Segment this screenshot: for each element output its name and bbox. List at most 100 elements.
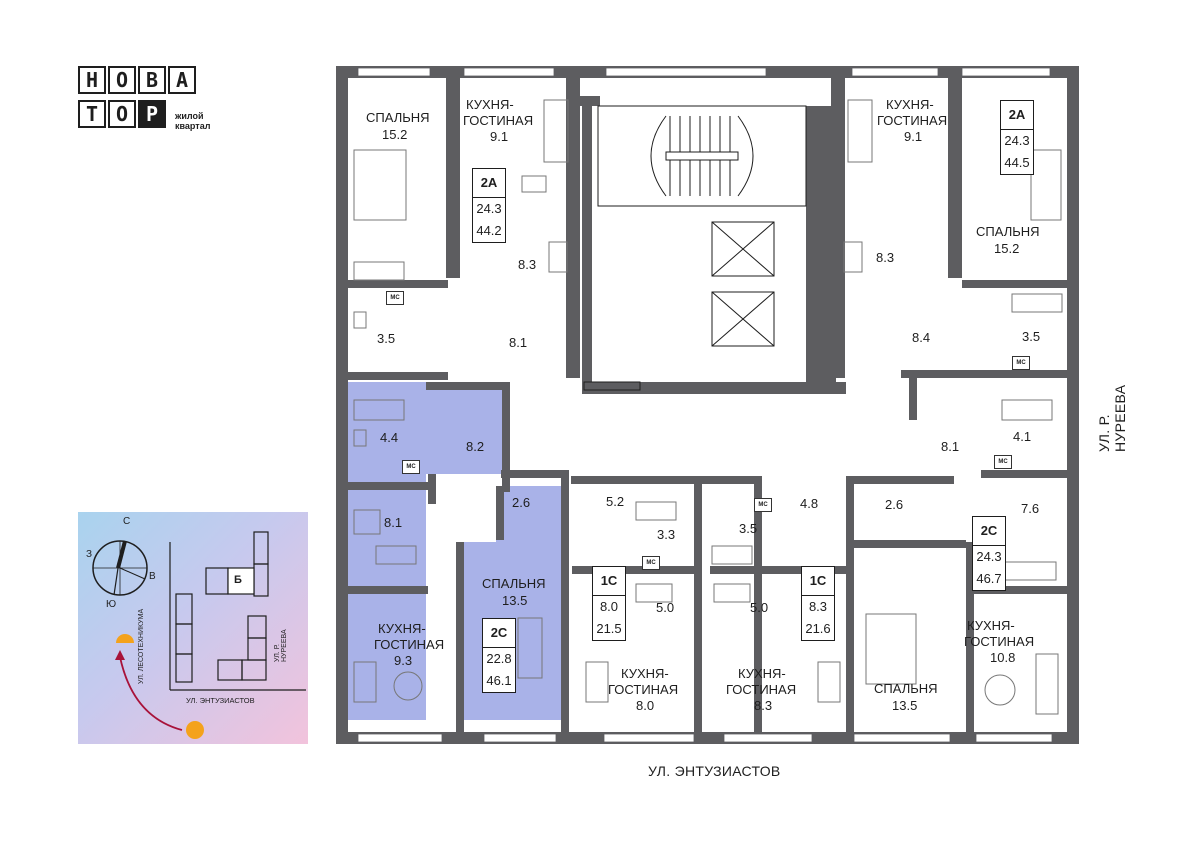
apartment-type: 2A [473, 169, 505, 198]
wc-tag: МС [994, 455, 1012, 469]
room-name: СПАЛЬНЯ [366, 110, 430, 125]
room-name: СПАЛЬНЯ [874, 681, 938, 696]
room-name: ГОСТИНАЯ [608, 682, 679, 697]
orientation-graphics [92, 531, 306, 739]
apartment-badge-2c-right[interactable]: 2C 24.3 46.7 [972, 516, 1006, 591]
room-area: 9.1 [490, 129, 509, 144]
room-area: 5.0 [750, 600, 769, 615]
logo: Н О В А Т О Р жилой квартал [78, 66, 228, 136]
room-area: 3.3 [657, 527, 676, 542]
street-bottom-label: УЛ. ЭНТУЗИАСТОВ [186, 696, 255, 705]
room-area: 8.0 [636, 698, 655, 713]
logo-letter: Т [78, 100, 106, 128]
room-area: 9.1 [904, 129, 923, 144]
sun-noon [186, 721, 204, 739]
bed-tr [1030, 149, 1062, 221]
room-area: 15.2 [382, 127, 408, 142]
apartment-living-area: 8.0 [599, 599, 619, 614]
compass-east: В [149, 571, 156, 582]
apartment-living-area: 8.3 [808, 599, 828, 614]
street-right: УЛ. Р. НУРЕЕВА [1096, 384, 1128, 452]
apartment-type: 1C [593, 567, 625, 596]
room-area: 8.1 [941, 439, 960, 454]
room-area: 10.8 [990, 650, 1016, 665]
room-area: 7.6 [1021, 501, 1040, 516]
logo-letter: О [108, 100, 136, 128]
apartment-total-area: 46.7 [976, 571, 1002, 586]
stair-core [583, 105, 807, 391]
room-area: 4.4 [380, 430, 399, 445]
floor-plan: СПАЛЬНЯ 15.2 КУХНЯ- ГОСТИНАЯ 9.1 8.3 3.5… [336, 66, 1079, 744]
room-name: КУХНЯ- [621, 666, 669, 681]
room-name: КУХНЯ- [886, 97, 934, 112]
logo-letter: О [108, 66, 136, 94]
apartment-total-area: 44.2 [476, 223, 502, 238]
room-name: ГОСТИНАЯ [374, 637, 445, 652]
apartment-living-area: 22.8 [486, 651, 512, 666]
compass-needle [116, 540, 127, 569]
logo-letter: Р [138, 100, 166, 128]
room-area: 8.1 [509, 335, 528, 350]
apartment-living-area: 24.3 [976, 549, 1002, 564]
room-name: КУХНЯ- [738, 666, 786, 681]
wc-tag: МС [754, 498, 772, 512]
room-area: 15.2 [994, 241, 1020, 256]
elevator-2 [711, 291, 775, 347]
room-area: 8.2 [466, 439, 485, 454]
apartment-total-area: 46.1 [486, 673, 512, 688]
room-area: 8.3 [518, 257, 537, 272]
room-area: 8.1 [384, 515, 403, 530]
bed-br [865, 613, 917, 685]
apartment-badge-2c-left[interactable]: 2C 22.8 46.1 [482, 618, 516, 693]
wc-tag: МС [642, 556, 660, 570]
room-name: ГОСТИНАЯ [463, 113, 534, 128]
compass-north: С [123, 516, 131, 527]
street-bottom: УЛ. ЭНТУЗИАСТОВ [648, 763, 781, 779]
compass-south: Ю [106, 599, 117, 610]
apartment-type: 1C [802, 567, 834, 596]
street-right-label: УЛ. Р. НУРЕЕВА [274, 629, 288, 662]
apartment-type: 2C [973, 517, 1005, 546]
apartment-type: 2A [1001, 101, 1033, 130]
interior-walls [348, 78, 1067, 732]
room-area: 5.0 [656, 600, 675, 615]
elevator-1 [711, 221, 775, 277]
apartment-total-area: 21.5 [596, 621, 622, 636]
wc-tag: МС [402, 460, 420, 474]
apartment-total-area: 21.6 [805, 621, 831, 636]
room-name: КУХНЯ- [466, 97, 514, 112]
room-name: ГОСТИНАЯ [726, 682, 797, 697]
bed-tl [353, 149, 407, 221]
room-area: 8.3 [876, 250, 895, 265]
apartment-badge-2a-right[interactable]: 2A 24.3 44.5 [1000, 100, 1034, 175]
building-label: Б [234, 574, 242, 586]
room-area: 3.5 [377, 331, 396, 346]
apartment-total-area: 44.5 [1004, 155, 1030, 170]
room-area: 3.5 [1022, 329, 1041, 344]
orientation-map: С З В Ю Б УЛ. ЛЕСОТЕХНИКУМА УЛ. Р. НУРЕЕ… [78, 512, 308, 744]
apartment-badge-1c-left[interactable]: 1C 8.0 21.5 [592, 566, 626, 641]
apartment-badge-1c-right[interactable]: 1C 8.3 21.6 [801, 566, 835, 641]
apartment-living-area: 24.3 [476, 201, 502, 216]
apartment-badge-2a-left[interactable]: 2A 24.3 44.2 [472, 168, 506, 243]
logo-subtitle-1: жилой [175, 111, 204, 121]
room-name: КУХНЯ- [378, 621, 426, 636]
room-area: 8.4 [912, 330, 931, 345]
room-area: 3.5 [739, 521, 758, 536]
room-name: ГОСТИНАЯ [877, 113, 948, 128]
fixtures [353, 99, 1063, 715]
highlight-apartment-part1 [348, 382, 426, 720]
street-left-label: УЛ. ЛЕСОТЕХНИКУМА [138, 608, 145, 684]
room-area: 5.2 [606, 494, 625, 509]
room-area: 13.5 [502, 593, 528, 608]
room-area: 8.3 [754, 698, 773, 713]
logo-letter: В [138, 66, 166, 94]
wc-tag: МС [386, 291, 404, 305]
plan-walls [336, 66, 1079, 744]
apartment-type: 2C [483, 619, 515, 648]
room-area: 2.6 [512, 495, 531, 510]
room-name: СПАЛЬНЯ [482, 576, 546, 591]
room-area: 2.6 [885, 497, 904, 512]
compass-west: З [86, 549, 93, 560]
logo-letter: Н [78, 66, 106, 94]
